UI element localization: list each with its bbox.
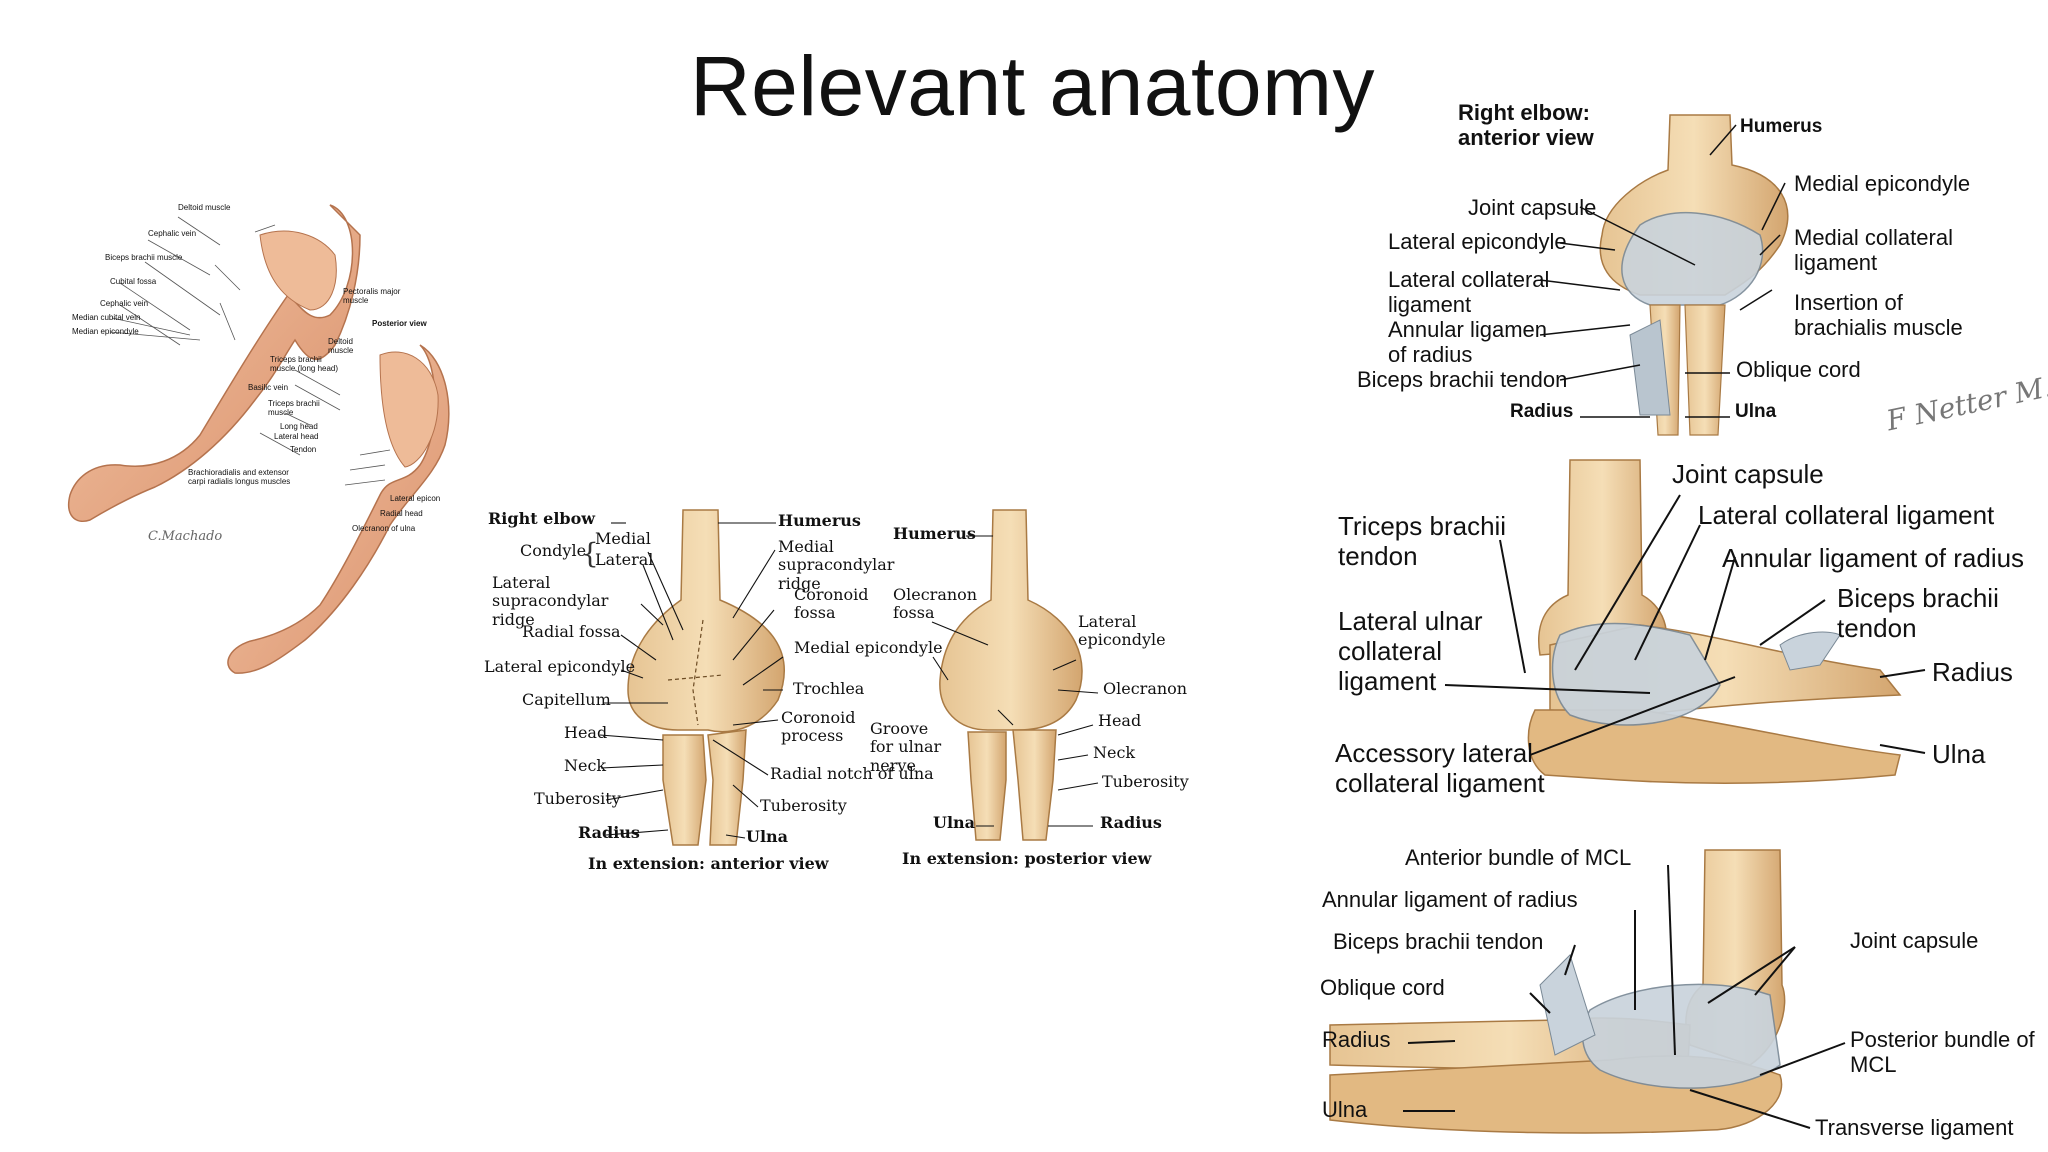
label-lat-biceps-tendon: Biceps brachii tendon	[1837, 583, 1999, 643]
label-median-epicondyle: Median epicondyle	[72, 327, 139, 336]
bones-heading: Right elbow	[488, 509, 596, 528]
label-ulna-post: Ulna	[933, 813, 976, 832]
label-ant-insertion: Insertion of brachialis muscle	[1794, 290, 1963, 341]
label-lateral-head: Lateral head	[274, 432, 319, 441]
label-head-post: Head	[1098, 711, 1142, 730]
label-med-anterior-bundle: Anterior bundle of MCL	[1405, 845, 1632, 870]
label-med-annular: Annular ligament of radius	[1322, 887, 1578, 912]
label-lat-radius: Radius	[1932, 657, 2013, 687]
label-humerus: Humerus	[778, 511, 861, 530]
label-long-head: Long head	[280, 422, 318, 431]
posterior-caption: In extension: posterior view	[902, 849, 1152, 868]
label-ant-ulna: Ulna	[1735, 401, 1777, 422]
label-olecranon: Olecranon	[1103, 679, 1188, 698]
label-lat-accessory: Accessory lateral collateral ligament	[1335, 738, 1545, 798]
label-coronoid-fossa: Coronoid fossa	[794, 585, 869, 623]
label-ant-biceps-tendon: Biceps brachii tendon	[1357, 367, 1568, 392]
arm-illustration: Deltoid muscle Cephalic vein Biceps brac…	[60, 195, 460, 685]
label-triceps-long: Triceps brachii muscle (long head)	[270, 355, 339, 374]
label-ant-annular: Annular ligamen of radius	[1388, 317, 1547, 368]
label-medial-epicondyle: Medial epicondyle	[794, 638, 943, 657]
label-lat-triceps-tendon: Triceps brachii tendon	[1338, 511, 1507, 571]
label-cephalic-upper: Cephalic vein	[148, 229, 197, 238]
label-cubital-fossa: Cubital fossa	[110, 277, 157, 286]
label-radial-notch: Radial notch of ulna	[770, 764, 934, 783]
label-lateral-epicondyle: Lateral epicondyle	[484, 657, 636, 676]
label-lat-annular: Annular ligament of radius	[1722, 543, 2025, 573]
label-biceps: Biceps brachii muscle	[105, 253, 183, 262]
medial-view-drawing	[1329, 849, 1846, 1134]
label-medial-supracondylar: Medial supracondylar ridge	[778, 537, 895, 593]
anterior-heading: Right elbow: anterior view	[1458, 100, 1594, 151]
label-radius-post: Radius	[1100, 813, 1162, 832]
anterior-view-figure: Right elbow: anterior view Humerus Media…	[1340, 95, 2048, 445]
label-med-joint-capsule: Joint capsule	[1850, 928, 1979, 953]
label-ant-lateral-epicondyle: Lateral epicondyle	[1388, 229, 1567, 254]
label-brachioradialis: Brachioradialis and extensor carpi radia…	[188, 468, 291, 487]
label-head: Head	[564, 723, 608, 742]
label-olecranon-fossa: Olecranon fossa	[893, 585, 978, 623]
arm-drawing	[68, 204, 450, 674]
label-ant-medial-epicondyle: Medial epicondyle	[1794, 171, 1971, 196]
label-ulna: Ulna	[746, 827, 789, 846]
label-lat-joint-capsule: Joint capsule	[1672, 459, 1824, 489]
label-groove: Groove for ulnar nerve	[870, 719, 942, 775]
lateral-view-figure: Joint capsule Lateral collateral ligamen…	[1320, 455, 2040, 810]
label-humerus-post: Humerus	[893, 524, 976, 543]
label-lateral-epicondyle-post: Lateral epicondyle	[1078, 612, 1166, 650]
slide-title: Relevant anatomy	[690, 39, 1376, 133]
label-med-oblique-cord: Oblique cord	[1320, 975, 1445, 1000]
label-radial-head: Radial head	[380, 509, 423, 518]
label-lat-lateral-ulnar: Lateral ulnar collateral ligament	[1338, 606, 1483, 696]
label-lateral-supracondylar: Lateral supracondylar ridge	[492, 573, 609, 629]
label-tuberosity-ulna: Tuberosity	[760, 796, 847, 815]
label-ant-lateral-collateral: Lateral collateral ligament	[1388, 267, 1550, 318]
label-neck: Neck	[564, 756, 607, 775]
label-cephalic-lower: Cephalic vein	[100, 299, 149, 308]
bones-drawing	[599, 509, 1099, 846]
label-lateral: Lateral	[595, 550, 654, 569]
label-medial: Medial	[595, 529, 651, 548]
label-capitellum: Capitellum	[522, 690, 611, 709]
label-neck-post: Neck	[1093, 743, 1136, 762]
label-radius: Radius	[578, 823, 640, 842]
label-lat-lateral-collateral: Lateral collateral ligament	[1698, 500, 1995, 530]
label-triceps: Triceps brachii muscle	[268, 399, 320, 418]
label-radial-fossa: Radial fossa	[522, 622, 621, 641]
label-med-transverse: Transverse ligament	[1815, 1115, 2014, 1140]
lateral-view-drawing	[1444, 459, 1926, 785]
label-med-ulna: Ulna	[1322, 1097, 1368, 1122]
label-ant-joint-capsule: Joint capsule	[1468, 195, 1597, 220]
label-tuberosity: Tuberosity	[534, 789, 621, 808]
label-lateral-epicon: Lateral epicon	[390, 494, 441, 503]
label-condyle: Condyle	[520, 541, 587, 560]
arm-signature: C.Machado	[148, 529, 223, 544]
label-ant-radius: Radius	[1510, 401, 1574, 422]
label-tendon: Tendon	[290, 445, 317, 454]
anterior-caption: In extension: anterior view	[588, 854, 829, 873]
condyle-brace: {	[581, 537, 599, 570]
label-ant-medial-collateral: Medial collateral ligament	[1794, 225, 1953, 276]
medial-view-figure: Anterior bundle of MCL Annular ligament …	[1310, 845, 2048, 1152]
elbow-bones-figure: Right elbow Condyle { Medial Lateral Lat…	[478, 500, 1198, 890]
label-coronoid-process: Coronoid process	[781, 708, 856, 746]
label-posterior-view: Posterior view	[372, 319, 427, 328]
label-trochlea: Trochlea	[793, 679, 865, 698]
label-lat-ulna: Ulna	[1932, 739, 1986, 769]
label-median-cubital: Median cubital vein	[72, 313, 141, 322]
label-pectoralis: Pectoralis major muscle	[343, 287, 401, 306]
label-deltoid: Deltoid muscle	[178, 203, 231, 212]
label-med-posterior-bundle: Posterior bundle of MCL	[1850, 1027, 2035, 1078]
label-deltoid-post: Deltoid muscle	[328, 337, 354, 356]
label-olecranon: Olecranon of ulna	[352, 524, 416, 533]
anterior-view-drawing	[1539, 114, 1789, 436]
label-med-radius: Radius	[1322, 1027, 1391, 1052]
label-med-biceps-tendon: Biceps brachii tendon	[1333, 929, 1544, 954]
label-basilic: Basilic vein	[248, 383, 289, 392]
label-ant-oblique-cord: Oblique cord	[1736, 357, 1861, 382]
label-ant-humerus: Humerus	[1740, 116, 1823, 137]
label-tuberosity-post: Tuberosity	[1102, 772, 1189, 791]
